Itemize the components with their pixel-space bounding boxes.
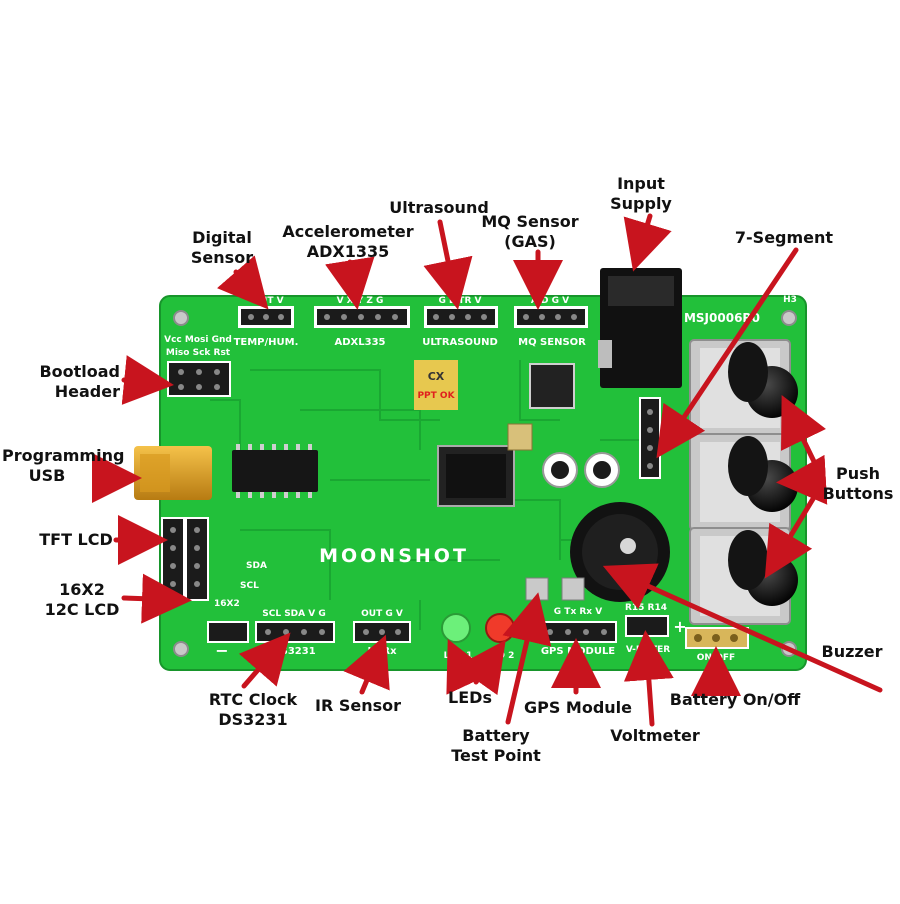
callout-leds: LEDs	[440, 688, 500, 708]
callout-rtc-clock-text: RTC Clock DS3231	[208, 690, 298, 729]
callout-programming-usb-text: Programming USB	[2, 446, 125, 485]
callout-programming-usb: Programming USB	[2, 446, 124, 486]
header-tft-lcd	[161, 517, 185, 601]
header-ultrasound	[424, 306, 498, 328]
callout-input-supply-text: Input Supply	[610, 174, 672, 213]
callout-tft-lcd: TFT LCD	[36, 530, 116, 550]
label-model: MSJ0006R0	[684, 311, 760, 325]
callout-7-segment-text: 7-Segment	[734, 228, 834, 247]
callout-gps-module: GPS Module	[520, 698, 636, 718]
callout-digital-sensor-text: Digital Sensor	[190, 228, 254, 267]
header-mq-sensor	[514, 306, 588, 328]
pins-gps: G Tx Rx V	[554, 607, 602, 617]
callout-voltmeter-text: Voltmeter	[610, 726, 700, 745]
pins-adxl: V X Y Z G	[337, 296, 384, 306]
header-voltmeter	[625, 615, 669, 637]
dc-power-jack	[598, 268, 682, 388]
label-minus: −	[215, 641, 228, 660]
callout-voltmeter: Voltmeter	[600, 726, 710, 746]
callout-rtc-clock: RTC Clock DS3231	[200, 690, 306, 730]
header-7-segment	[639, 397, 661, 479]
label-r15-r14: R15 R14	[625, 603, 667, 613]
label-sda: SDA	[246, 561, 267, 571]
label-scl: SCL	[240, 581, 259, 591]
microcontroller-chip	[437, 445, 515, 507]
callout-input-supply: Input Supply	[602, 174, 680, 214]
led-red	[485, 613, 515, 643]
header-gps	[537, 621, 617, 643]
led-green	[441, 613, 471, 643]
callout-battery-test-point: Battery Test Point	[446, 726, 546, 766]
push-button-2	[689, 433, 798, 531]
voltage-regulator	[529, 363, 575, 409]
label-temp-hum: TEMP/HUM.	[234, 337, 299, 348]
callout-leds-text: LEDs	[448, 688, 492, 707]
callout-16x2-lcd: 16X2 12C LCD	[40, 580, 124, 620]
callout-arrows	[92, 213, 883, 727]
push-button-1	[689, 339, 798, 437]
header-16x2-lcd	[185, 517, 209, 601]
header-temp-hum	[238, 306, 294, 328]
pins-ds3231: SCL SDA V G	[262, 609, 326, 619]
callout-buzzer-text: Buzzer	[821, 642, 883, 661]
callout-ir-sensor: IR Sensor	[310, 696, 406, 716]
label-isp-top: Vcc Mosi Gnd	[164, 335, 232, 345]
label-mq: MQ SENSOR	[518, 337, 586, 348]
label-adxl: ADXL335	[335, 337, 386, 348]
callout-gps-module-text: GPS Module	[523, 698, 633, 717]
label-h3: H3	[783, 295, 797, 305]
qc-bottom-text: PPT OK	[417, 391, 455, 401]
callout-push-buttons-text: Push Buttons	[822, 464, 894, 503]
callout-ultrasound-text: Ultrasound	[389, 198, 489, 217]
callout-battery-on-off: Battery On/Off	[660, 690, 810, 710]
usb-serial-ic	[232, 444, 318, 498]
callout-accelerometer: Accelerometer ADX1335	[278, 222, 418, 262]
callout-ultrasound: Ultrasound	[384, 198, 494, 218]
callout-mq-sensor: MQ Sensor (GAS)	[478, 212, 582, 252]
pins-ir: OUT G V	[361, 609, 403, 619]
qc-sticker: CX PPT OK	[414, 360, 458, 410]
callout-bootload-header: Bootload Header	[20, 362, 120, 402]
callout-push-buttons: Push Buttons	[818, 464, 898, 504]
callout-7-segment: 7-Segment	[726, 228, 842, 248]
callout-digital-sensor: Digital Sensor	[186, 228, 258, 268]
callout-battery-test-point-text: Battery Test Point	[451, 726, 541, 765]
label-ultrasound: ULTRASOUND	[422, 337, 498, 348]
header-ds3231	[255, 621, 335, 643]
crystal	[507, 423, 533, 451]
pins-ultrasound: G E TR V	[439, 296, 482, 306]
label-16x2: 16X2	[214, 599, 240, 609]
qc-top-text: CX	[428, 370, 445, 383]
callout-16x2-lcd-text: 16X2 12C LCD	[44, 580, 120, 619]
brand-logo: MOONSHOT	[319, 545, 469, 567]
label-isp-bottom: Miso Sck Rst	[166, 348, 231, 358]
mini-usb-connector	[134, 446, 212, 500]
callout-mq-sensor-text: MQ Sensor (GAS)	[481, 212, 579, 251]
callout-ir-sensor-text: IR Sensor	[314, 696, 401, 715]
header-adxl335	[314, 306, 410, 328]
callout-battery-on-off-text: Battery On/Off	[669, 690, 801, 709]
isp-header	[167, 361, 231, 397]
header-battery	[207, 621, 249, 643]
capacitors	[542, 452, 620, 488]
label-plus: +	[673, 617, 686, 636]
callout-accelerometer-text: Accelerometer ADX1335	[282, 222, 414, 261]
battery-switch	[685, 627, 749, 649]
callout-tft-lcd-text: TFT LCD	[39, 530, 113, 549]
callout-bootload-header-text: Bootload Header	[39, 362, 120, 401]
callout-buzzer: Buzzer	[812, 642, 892, 662]
header-ir-sensor	[353, 621, 411, 643]
label-ds3231: DS3231	[272, 646, 315, 657]
